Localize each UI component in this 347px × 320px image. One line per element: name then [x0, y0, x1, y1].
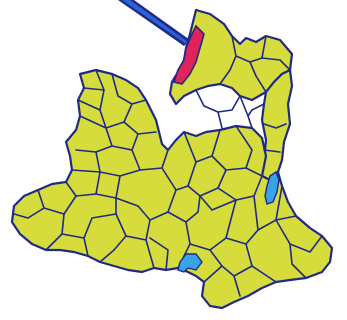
border-line	[219, 55, 237, 85]
border-line	[77, 99, 101, 111]
border-line	[211, 129, 221, 157]
border-line	[99, 213, 127, 263]
border-line	[189, 199, 237, 251]
border-line	[217, 111, 223, 129]
border-line	[115, 197, 151, 221]
border-line	[217, 175, 263, 201]
border-line	[83, 197, 117, 239]
border-line	[203, 265, 223, 283]
lake-south	[177, 253, 203, 273]
border-line	[225, 195, 259, 245]
border-line	[131, 149, 169, 171]
border-line	[195, 89, 241, 113]
border-line	[261, 57, 291, 71]
border-line	[263, 123, 287, 129]
border-line	[183, 131, 197, 163]
border-line	[149, 237, 169, 271]
main-body	[10, 68, 334, 310]
pointer-arrow-inner	[122, 0, 188, 44]
highlighted-municipality	[172, 24, 205, 85]
pointer-arrow-outer	[118, 0, 190, 46]
border-line	[71, 169, 101, 173]
border-line	[95, 151, 141, 177]
border-line	[289, 243, 307, 279]
border-line	[83, 87, 105, 91]
border-line	[245, 167, 263, 177]
border-line	[95, 69, 107, 129]
east-column	[260, 68, 294, 182]
border-line	[275, 219, 323, 253]
border-line	[75, 127, 113, 153]
border-line	[199, 195, 237, 211]
border-line	[167, 185, 201, 223]
border-line	[275, 215, 297, 221]
border-line	[263, 149, 281, 153]
pointer-arrow	[118, 0, 190, 46]
border-line	[247, 103, 265, 117]
municipal-borders	[13, 35, 323, 297]
border-line	[13, 189, 45, 219]
border-line	[225, 125, 253, 171]
border-line	[233, 275, 241, 297]
border-line	[79, 103, 133, 129]
border-line	[65, 171, 101, 197]
border-line	[187, 155, 227, 197]
lake-east	[264, 170, 280, 205]
border-line	[249, 61, 267, 93]
border-line	[209, 249, 253, 277]
land	[10, 8, 334, 310]
border-line	[111, 73, 147, 105]
